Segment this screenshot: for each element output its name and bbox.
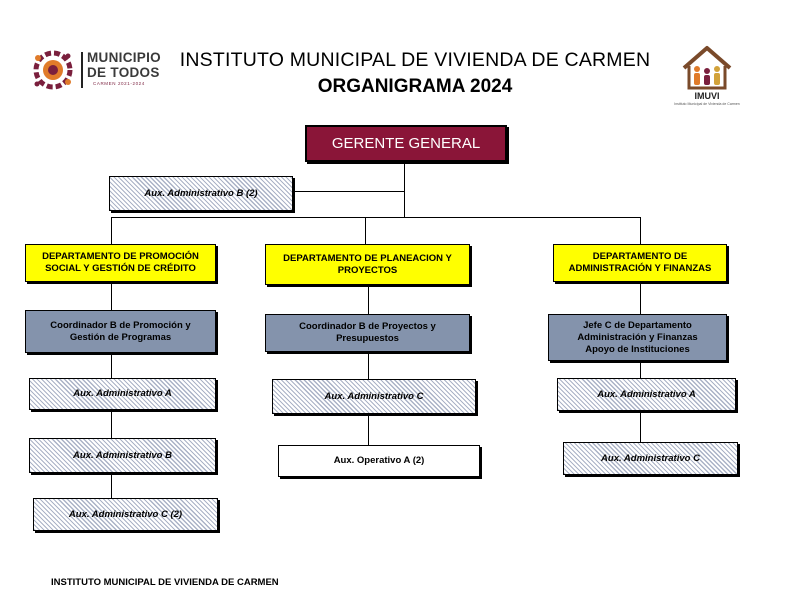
staff-box: Aux. Administrativo B xyxy=(29,438,216,473)
imuvi-logo: IMUVI Instituto Municipal de Vivienda de… xyxy=(672,44,742,108)
connector-line xyxy=(111,217,641,218)
page-subtitle: ORGANIGRAMA 2024 xyxy=(317,76,513,97)
connector-line xyxy=(640,361,641,378)
staff-box: Aux. Administrativo C xyxy=(272,379,476,414)
connector-line xyxy=(368,414,369,445)
aux-gerente-box: Aux. Administrativo B (2) xyxy=(109,176,293,211)
imuvi-name: IMUVI xyxy=(694,91,720,101)
municipio-logo: MUNICIPIO DE TODOS CARMEN 2021-2024 xyxy=(28,48,168,92)
staff-box: Aux. Operativo A (2) xyxy=(278,445,480,477)
staff-box: Aux. Administrativo C (2) xyxy=(33,498,218,531)
connector-line xyxy=(111,410,112,438)
connector-line xyxy=(640,282,641,314)
dept-promocion-box: DEPARTAMENTO DE PROMOCIÓN SOCIAL Y GESTI… xyxy=(25,244,216,282)
staff-box: Aux. Administrativo A xyxy=(557,378,736,411)
connector-line xyxy=(293,191,405,192)
logo-line1: MUNICIPIO xyxy=(87,50,161,65)
coordinator-administracion-box: Jefe C de Departamento Administración y … xyxy=(548,314,727,361)
connector-line xyxy=(111,217,112,244)
connector-line xyxy=(111,282,112,310)
dept-planeacion-box: DEPARTAMENTO DE PLANEACION Y PROYECTOS xyxy=(265,244,470,285)
coordinator-planeacion-box: Coordinador B de Proyectos y Presupuesto… xyxy=(265,314,470,352)
connector-line xyxy=(111,353,112,378)
connector-line xyxy=(640,217,641,244)
connector-line xyxy=(365,217,366,244)
connector-line xyxy=(368,352,369,379)
dept-administracion-box: DEPARTAMENTO DE ADMINISTRACIÓN Y FINANZA… xyxy=(553,244,727,282)
connector-line xyxy=(368,285,369,314)
logo-divider xyxy=(81,52,83,88)
staff-box: Aux. Administrativo A xyxy=(29,378,216,410)
logo-line2: DE TODOS xyxy=(87,65,160,80)
connector-line xyxy=(640,411,641,442)
footer-text: INSTITUTO MUNICIPAL DE VIVIENDA DE CARME… xyxy=(51,577,279,588)
connector-line xyxy=(111,473,112,498)
connector-line xyxy=(404,162,405,217)
page-title: INSTITUTO MUNICIPAL DE VIVIENDA DE CARME… xyxy=(179,49,651,71)
staff-box: Aux. Administrativo C xyxy=(563,442,738,475)
gerente-general-box: GERENTE GENERAL xyxy=(305,125,507,162)
logo-line3: CARMEN 2021-2024 xyxy=(93,81,145,86)
house-family-icon xyxy=(682,46,732,90)
imuvi-caption: Instituto Municipal de Vivienda de Carme… xyxy=(674,102,740,106)
coordinator-promocion-box: Coordinador B de Promoción y Gestión de … xyxy=(25,310,216,353)
municipio-emblem-icon xyxy=(33,50,73,90)
